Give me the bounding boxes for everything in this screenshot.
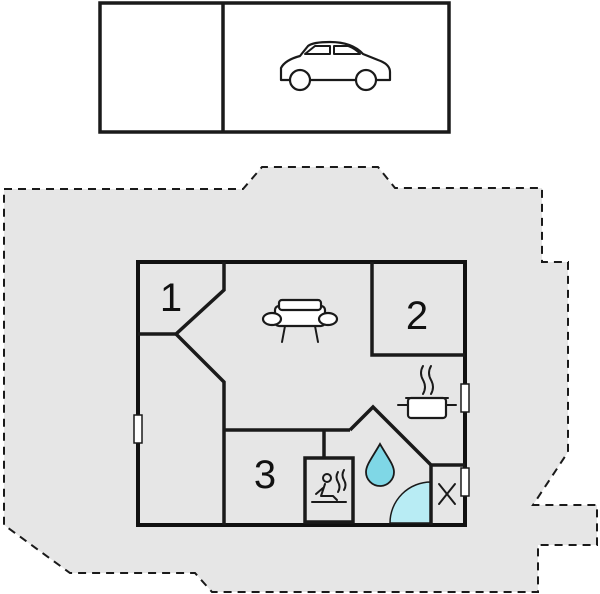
interior-walls	[138, 262, 465, 525]
window-left	[133, 414, 143, 444]
cross-box-icon	[438, 483, 456, 505]
window-right-storage	[460, 467, 470, 497]
room-2-label: 2	[406, 294, 428, 338]
water-drop-icon	[365, 442, 395, 487]
sofa-icon	[261, 298, 339, 343]
terrace-area	[3, 166, 598, 593]
room-1-label: 1	[160, 276, 182, 320]
garage	[98, 1, 451, 134]
sauna-icon	[311, 469, 347, 503]
cooking-pot-icon	[397, 365, 457, 420]
room-3-label: 3	[254, 453, 276, 497]
garage-outline	[98, 1, 451, 134]
window-right-kitchen	[460, 383, 470, 413]
car-icon	[279, 40, 392, 92]
